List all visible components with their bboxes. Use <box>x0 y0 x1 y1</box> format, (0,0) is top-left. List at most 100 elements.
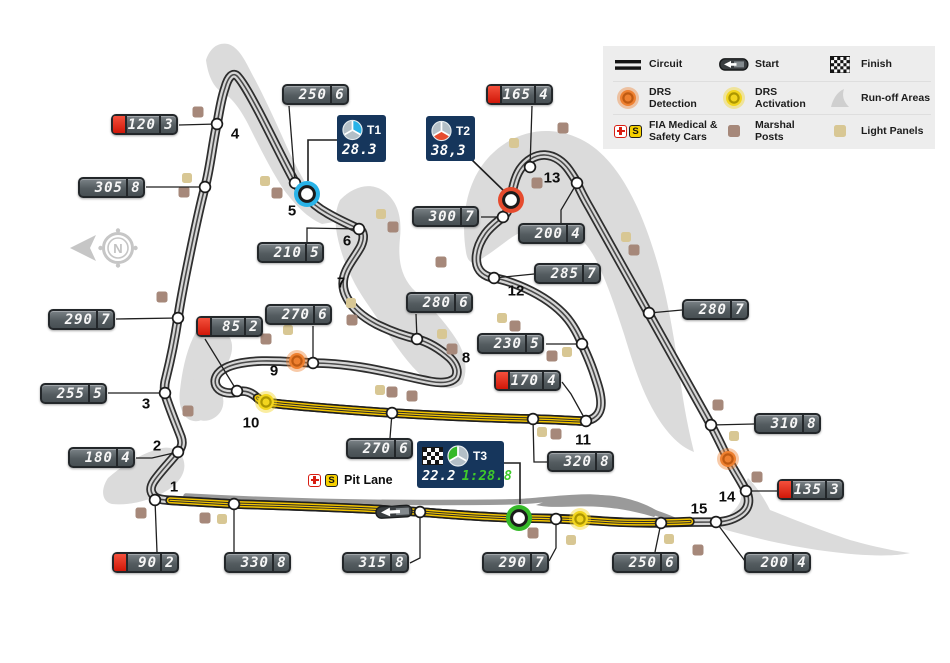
braking-marker <box>114 554 128 571</box>
track-point <box>575 337 589 351</box>
finish-icon <box>825 56 855 73</box>
pit-building <box>536 495 659 517</box>
speed-value: 315 <box>358 554 387 571</box>
light-panel <box>260 176 270 186</box>
track-point <box>210 117 224 131</box>
gear-value: 5 <box>525 335 542 352</box>
lap-time: 1:28.8 <box>461 468 513 484</box>
speed-value: 85 <box>222 318 241 335</box>
fia-medical-icon: S <box>613 124 643 138</box>
marshal-post <box>557 122 569 134</box>
gear-value: 5 <box>305 244 322 261</box>
light-panel-icon <box>825 125 855 137</box>
marshal-post <box>386 386 398 398</box>
leader-line <box>493 273 535 279</box>
leader-line <box>548 519 557 562</box>
finish-flag-icon <box>422 447 443 465</box>
turn-number: 2 <box>152 437 162 455</box>
marshal-post <box>178 186 190 198</box>
marshal-post <box>435 256 447 268</box>
track-point <box>579 414 593 428</box>
light-panel <box>509 138 519 148</box>
circuit-track <box>146 69 754 528</box>
leader-line <box>409 512 421 564</box>
marshal-post <box>271 187 283 199</box>
drs-detection-icon <box>613 86 643 110</box>
speed-value: 120 <box>127 116 156 133</box>
turn-number: 5 <box>287 202 297 220</box>
turn-number: 3 <box>141 395 151 413</box>
leader-line <box>532 418 547 463</box>
light-panel <box>182 173 192 183</box>
light-panel <box>566 535 576 545</box>
track-point <box>306 356 320 370</box>
marshal-post <box>156 291 168 303</box>
circuit-icon <box>613 59 643 71</box>
track-point <box>704 418 718 432</box>
track-point <box>549 512 563 526</box>
track-point <box>709 515 723 529</box>
marshal-post <box>527 527 539 539</box>
compass-icon: N <box>70 228 138 268</box>
marshal-post <box>692 544 704 556</box>
light-panel <box>537 427 547 437</box>
speed-value: 210 <box>273 244 302 261</box>
turn-number: 7 <box>336 274 346 292</box>
sector-3-panel: T3 22.2 1:28.8 <box>417 441 512 488</box>
legend-item-fia-medical: S FIA Medical & Safety Cars <box>613 114 719 147</box>
gear-value: 4 <box>566 225 583 242</box>
leader-line <box>154 499 158 553</box>
speed-value: 250 <box>298 86 327 103</box>
light-panel <box>729 431 739 441</box>
marshal-post <box>182 405 194 417</box>
gear-value: 2 <box>244 318 261 335</box>
sector-1-panel: T1 28.3 <box>337 115 386 162</box>
legend-item-finish: Finish <box>825 48 931 81</box>
marshal-post <box>387 221 399 233</box>
speed-value: 280 <box>698 301 727 318</box>
pit-lane-label: S Pit Lane <box>308 473 393 487</box>
medical-car-icon <box>308 473 321 487</box>
light-panel <box>376 209 386 219</box>
light-panel <box>437 329 447 339</box>
marshal-post <box>509 320 521 332</box>
sector-3-time: 22.2 <box>422 468 456 484</box>
track-point <box>227 497 241 511</box>
gear-value: 7 <box>460 208 477 225</box>
turn-number: 1 <box>169 478 179 496</box>
sector-2-pie-icon <box>431 120 452 142</box>
turn-number: 13 <box>543 169 561 187</box>
sector-2-panel: T2 38,3 <box>426 116 475 161</box>
track-point <box>526 412 540 426</box>
speed-value: 170 <box>510 372 539 389</box>
gear-value: 8 <box>595 453 612 470</box>
marshal-post <box>712 399 724 411</box>
leader-line <box>710 423 755 426</box>
runoff-icon <box>825 87 855 109</box>
leader-line <box>115 317 179 320</box>
legend-item-drs-activation: DRS Activation <box>719 81 825 114</box>
light-panel <box>375 385 385 395</box>
speed-value: 280 <box>422 294 451 311</box>
speed-value: 90 <box>138 554 157 571</box>
light-panel <box>217 514 227 524</box>
gear-value: 8 <box>126 179 143 196</box>
marshal-post <box>446 343 458 355</box>
track-point <box>171 445 185 459</box>
light-panel <box>621 232 631 242</box>
turn-number: 12 <box>507 282 525 300</box>
marshal-post <box>550 428 562 440</box>
light-panel <box>283 325 293 335</box>
legend-item-circuit: Circuit <box>613 48 719 81</box>
